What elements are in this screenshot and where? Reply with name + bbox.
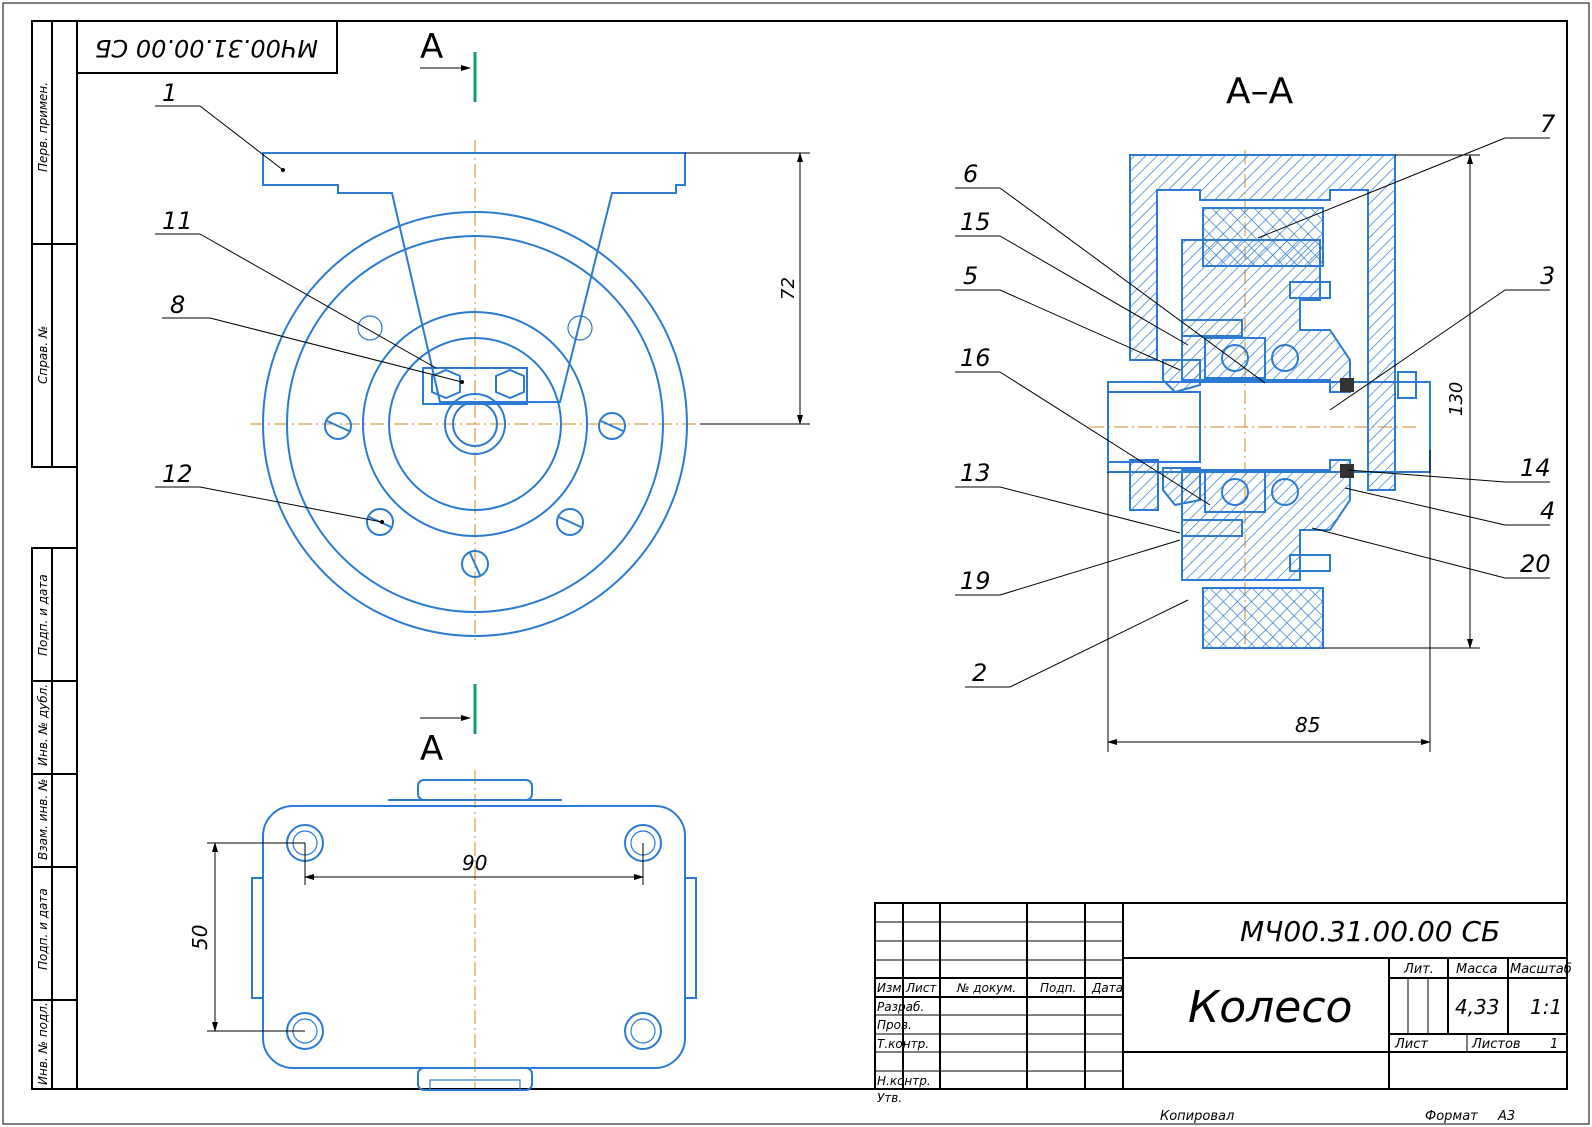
callout-label: 6 xyxy=(963,160,978,188)
role-label: Утв. xyxy=(877,1091,902,1105)
row-header: Лист xyxy=(905,981,937,995)
side-stamp-label: Инв. № дубл. xyxy=(36,684,50,766)
section-title: А–А xyxy=(1226,71,1294,112)
callout-label: 2 xyxy=(972,659,987,687)
section-marker-bottom: А xyxy=(420,729,443,769)
format-value: A3 xyxy=(1497,1109,1515,1124)
sheets-label: Листов xyxy=(1471,1037,1521,1052)
callout-label: 12 xyxy=(162,460,193,488)
screw-icon xyxy=(324,412,352,440)
callout-label: 11 xyxy=(162,207,193,235)
scale-value: 1:1 xyxy=(1530,995,1562,1019)
copied-label: Копировал xyxy=(1160,1109,1234,1124)
bearing-icon xyxy=(1221,478,1299,506)
sheets-value: 1 xyxy=(1550,1037,1558,1052)
designation: МЧ00.31.00.00 СБ xyxy=(1240,915,1500,948)
callout-label: 8 xyxy=(170,291,185,319)
role-label: Пров. xyxy=(877,1018,912,1032)
callout-label: 1 xyxy=(162,79,177,107)
side-stamp-label: Перв. примен. xyxy=(36,82,50,172)
sheet-label: Лист xyxy=(1394,1037,1428,1052)
side-stamp: Перв. примен. Справ. № Подп. и дата Инв.… xyxy=(36,82,50,1085)
screw-icon xyxy=(461,550,489,578)
lit-label: Лит. xyxy=(1403,962,1434,977)
dimension-height-front: 72 xyxy=(778,277,799,300)
callout-label: 5 xyxy=(963,262,978,290)
screw-icon xyxy=(556,508,584,536)
callout-label: 3 xyxy=(1540,262,1555,290)
callout-label: 16 xyxy=(960,344,991,372)
bolt-hole-icon xyxy=(624,1012,662,1050)
callout-label: 15 xyxy=(960,208,991,236)
scale-label: Масштаб xyxy=(1510,962,1572,977)
dimension-width-section: 85 xyxy=(1295,713,1320,737)
side-stamp-label: Подп. и дата xyxy=(36,888,50,970)
mass-value: 4,33 xyxy=(1455,995,1500,1019)
side-stamp-label: Инв. № подл. xyxy=(36,1002,50,1085)
dimension-height-section: 130 xyxy=(1446,382,1467,416)
screw-icon xyxy=(598,412,626,440)
row-header: Изм. xyxy=(877,981,905,995)
format-label: Формат xyxy=(1425,1109,1478,1124)
callout-label: 20 xyxy=(1520,550,1551,578)
callout-label: 7 xyxy=(1540,110,1556,138)
role-label: Разраб. xyxy=(877,1000,924,1014)
side-stamp-label: Взам. инв. № xyxy=(36,779,50,860)
dimension-bolt-spacing-y: 50 xyxy=(188,925,212,950)
row-header: Подп. xyxy=(1040,981,1076,995)
callout-label: 4 xyxy=(1540,497,1555,525)
role-label: Т.контр. xyxy=(877,1037,929,1051)
dimension-bolt-spacing-x: 90 xyxy=(462,851,487,875)
side-stamp-label: Справ. № xyxy=(36,326,50,384)
callout-label: 19 xyxy=(960,567,991,595)
side-stamp-label: Подп. и дата xyxy=(36,574,50,656)
designation-rotated: МЧ00.31.00.00 СБ xyxy=(95,34,318,62)
section-marker-top: А xyxy=(420,27,443,67)
row-header: Дата xyxy=(1091,981,1123,995)
mass-label: Масса xyxy=(1456,962,1497,977)
callout-label: 14 xyxy=(1520,454,1551,482)
row-header: № докум. xyxy=(956,981,1016,995)
front-view: 1 11 8 12 72 А А xyxy=(155,27,810,769)
title-block: МЧ00.31.00.00 СБ Колесо Лит. Масса Масшт… xyxy=(874,902,1572,1124)
part-name: Колесо xyxy=(1188,982,1352,1033)
top-view: 90 50 xyxy=(188,770,697,1091)
bearing-icon xyxy=(1221,344,1299,372)
callout-label: 13 xyxy=(960,459,991,487)
section-view: А–А 6 15 xyxy=(955,71,1556,752)
role-label: Н.контр. xyxy=(877,1074,931,1088)
